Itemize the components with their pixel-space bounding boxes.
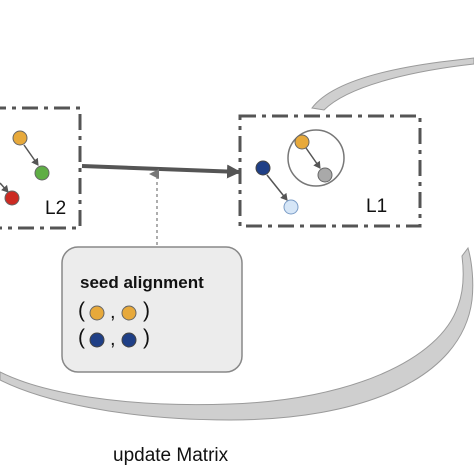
l2-edge-orange-green [23,144,39,166]
l1-edge-orange-gray [305,147,321,169]
l1-edge-blue [266,174,288,201]
l2-node-orange [12,130,28,146]
update-matrix-curve [0,246,474,421]
l2-node-red [4,190,20,206]
l2-node-green [34,165,50,181]
update-matrix-caption: update Matrix [113,445,229,466]
seed-pair-2-right-dot [121,332,137,348]
seed-pair-2-left-dot [89,332,105,348]
l1-highlight-circle [287,129,345,187]
seed-alignment-box [61,246,243,373]
seed-pair-1-left-dot [89,305,105,321]
l1-node-gray [317,167,333,183]
l1-node-dark-blue [255,160,271,176]
l1-node-light-blue [283,199,299,215]
update-matrix-curve-top [311,57,474,111]
seed-pair-1-close: ) [143,299,150,322]
seed-pair-2-close: ) [143,326,150,349]
layer-l2-box [0,106,82,230]
seed-pair-1-sep: , [110,301,116,323]
seed-alignment-title: seed alignment [80,273,204,292]
layer-l2-label: L2 [45,198,67,219]
main-arrow-l2-to-l1 [81,164,241,179]
l1-node-orange [294,134,310,150]
seed-pair-2-open: ( [78,326,85,349]
seed-pair-1-open: ( [78,299,85,322]
layer-l1-label: L1 [366,196,388,217]
seed-pair-2-sep: , [110,328,116,350]
seed-pair-1-right-dot [121,305,137,321]
l2-edge-to-red [0,182,9,193]
